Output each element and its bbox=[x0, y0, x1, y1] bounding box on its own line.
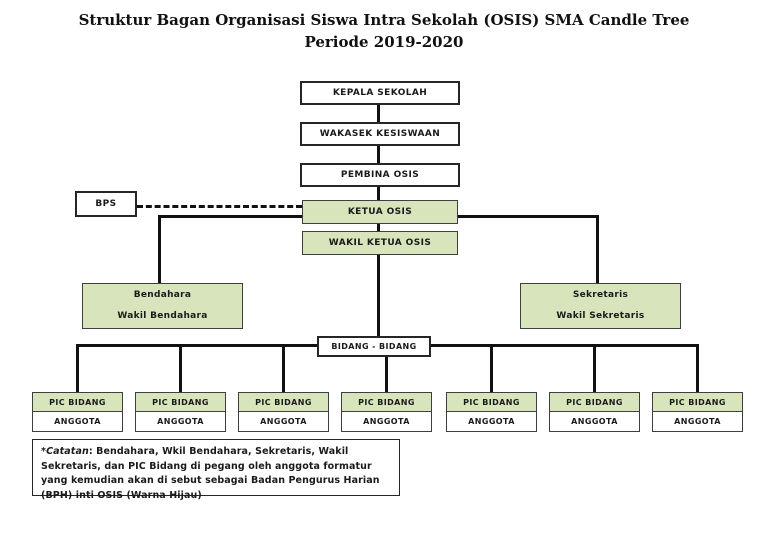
box-pembina-osis: PEMBINA OSIS bbox=[300, 163, 460, 187]
drop-line-1 bbox=[76, 344, 79, 392]
box-kepala-sekolah: KEPALA SEKOLAH bbox=[300, 81, 460, 105]
drop-line-5 bbox=[490, 344, 493, 392]
catatan-note-box: *Catatan: Bendahara, Wkil Bendahara, Sek… bbox=[32, 439, 400, 501]
pic-bidang-label: PIC BIDANG bbox=[652, 392, 743, 413]
catatan-text: : Bendahara, Wkil Bendahara, Sekretaris,… bbox=[41, 446, 380, 502]
box-bendahara: Bendahara Wakil Bendahara bbox=[82, 283, 243, 329]
box-wakil-ketua-osis: WAKIL KETUA OSIS bbox=[302, 231, 458, 255]
bendahara-label: Bendahara bbox=[133, 290, 192, 300]
connector-ketua-wakil bbox=[377, 224, 380, 231]
connector-ketua-sekretaris-v bbox=[596, 215, 599, 283]
drop-line-6 bbox=[593, 344, 596, 392]
anggota-label: ANGGOTA bbox=[341, 411, 432, 432]
drop-line-3 bbox=[282, 344, 285, 392]
drop-line-4 bbox=[385, 344, 388, 392]
dashed-connector-bps-ketua bbox=[137, 205, 302, 208]
connector-wakasek-pembina bbox=[377, 146, 380, 163]
pic-bidang-box-1: PIC BIDANG ANGGOTA bbox=[32, 392, 123, 432]
wakil-sekretaris-label: Wakil Sekretaris bbox=[556, 311, 645, 321]
pic-bidang-box-6: PIC BIDANG ANGGOTA bbox=[549, 392, 640, 432]
anggota-label: ANGGOTA bbox=[446, 411, 537, 432]
wakil-bendahara-label: Wakil Bendahara bbox=[117, 311, 208, 321]
anggota-label: ANGGOTA bbox=[238, 411, 329, 432]
box-bidang-bidang: BIDANG - BIDANG bbox=[317, 336, 431, 357]
pic-bidang-label: PIC BIDANG bbox=[446, 392, 537, 413]
pic-bidang-label: PIC BIDANG bbox=[135, 392, 226, 413]
anggota-label: ANGGOTA bbox=[549, 411, 640, 432]
pic-bidang-box-2: PIC BIDANG ANGGOTA bbox=[135, 392, 226, 432]
pic-bidang-box-5: PIC BIDANG ANGGOTA bbox=[446, 392, 537, 432]
pic-bidang-label: PIC BIDANG bbox=[549, 392, 640, 413]
connector-ketua-sekretaris-h bbox=[458, 215, 599, 218]
connector-ketua-bendahara-v bbox=[158, 215, 161, 283]
pic-bidang-label: PIC BIDANG bbox=[32, 392, 123, 413]
anggota-label: ANGGOTA bbox=[135, 411, 226, 432]
pic-bidang-box-3: PIC BIDANG ANGGOTA bbox=[238, 392, 329, 432]
pic-bidang-box-7: PIC BIDANG ANGGOTA bbox=[652, 392, 743, 432]
anggota-label: ANGGOTA bbox=[652, 411, 743, 432]
pic-bidang-label: PIC BIDANG bbox=[341, 392, 432, 413]
page-title: Struktur Bagan Organisasi Siswa Intra Se… bbox=[0, 10, 768, 54]
connector-pembina-ketua bbox=[377, 187, 380, 200]
box-wakasek-kesiswaan: WAKASEK KESISWAAN bbox=[300, 122, 460, 146]
connector-wakil-bidang bbox=[377, 255, 380, 337]
box-ketua-osis: KETUA OSIS bbox=[302, 200, 458, 224]
pic-bidang-box-4: PIC BIDANG ANGGOTA bbox=[341, 392, 432, 432]
title-line-2: Periode 2019-2020 bbox=[304, 32, 464, 51]
title-line-1: Struktur Bagan Organisasi Siswa Intra Se… bbox=[78, 11, 690, 29]
pic-bidang-label: PIC BIDANG bbox=[238, 392, 329, 413]
connector-ketua-bendahara-h bbox=[158, 215, 302, 218]
catatan-prefix: *Catatan bbox=[41, 446, 89, 457]
box-sekretaris: Sekretaris Wakil Sekretaris bbox=[520, 283, 681, 329]
box-bps: BPS bbox=[75, 191, 137, 217]
connector-kepala-wakasek bbox=[377, 105, 380, 122]
drop-line-2 bbox=[179, 344, 182, 392]
drop-line-7 bbox=[696, 344, 699, 392]
sekretaris-label: Sekretaris bbox=[572, 290, 629, 300]
anggota-label: ANGGOTA bbox=[32, 411, 123, 432]
